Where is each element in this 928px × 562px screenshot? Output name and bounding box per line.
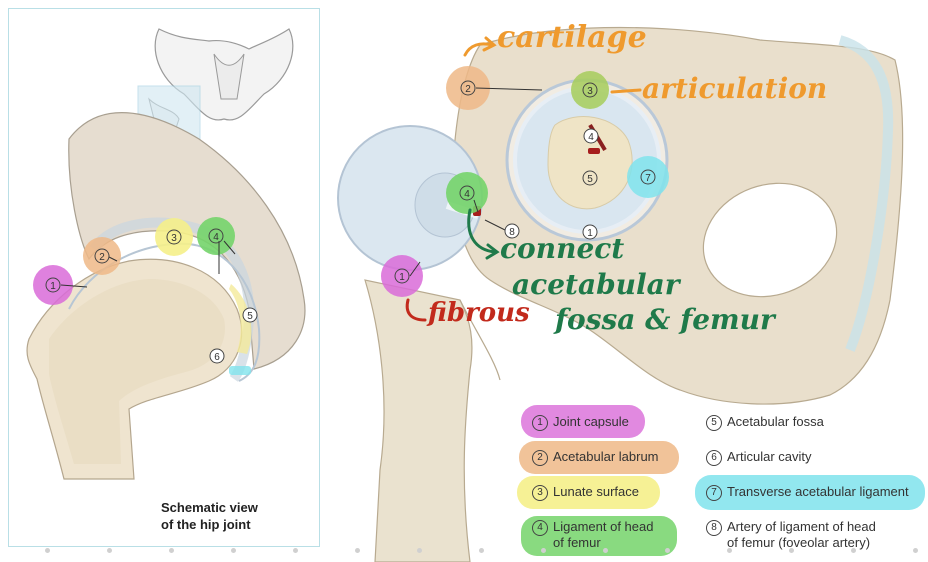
caption-line-1: Schematic view — [161, 500, 258, 515]
separator-dot — [355, 548, 360, 553]
legend-label: Acetabular labrum — [553, 449, 659, 464]
separator-dot — [169, 548, 174, 553]
svg-text:7: 7 — [645, 173, 651, 184]
separator-dot — [789, 548, 794, 553]
svg-text:4: 4 — [213, 232, 219, 243]
svg-text:6: 6 — [214, 352, 220, 363]
legend-label: Acetabular fossa — [727, 414, 824, 429]
separator-dot — [45, 548, 50, 553]
legend-label-line-1: Artery of ligament of head — [727, 519, 876, 534]
svg-text:1: 1 — [587, 228, 593, 239]
legend-number: 6 — [706, 450, 722, 466]
legend-item-4: 4 Ligament of head of femur — [532, 519, 653, 551]
annotation-connect-2: acetabular — [512, 268, 680, 301]
separator-dot — [231, 548, 236, 553]
legend-label: Articular cavity — [727, 449, 812, 464]
separator-dot — [293, 548, 298, 553]
legend-number: 1 — [532, 415, 548, 431]
legend-label-line-1: Ligament of head — [553, 519, 654, 534]
separator-dot — [107, 548, 112, 553]
svg-text:5: 5 — [587, 174, 593, 185]
separator-dot — [727, 548, 732, 553]
legend-number: 4 — [532, 520, 548, 536]
femur-shaft — [364, 279, 473, 562]
schematic-panel: 1 2 3 4 5 6 Schematic view of the hip jo… — [8, 8, 320, 547]
annotation-connect-3: fossa & femur — [555, 303, 775, 336]
separator-dot — [913, 548, 918, 553]
legend-number: 5 — [706, 415, 722, 431]
svg-text:2: 2 — [99, 252, 105, 263]
legend-highlight-4 — [521, 516, 677, 556]
legend-item-2: 2 Acetabular labrum — [532, 449, 659, 466]
legend-number: 3 — [532, 485, 548, 501]
svg-text:3: 3 — [587, 86, 593, 97]
legend-label: Artery of ligament of head of femur (fov… — [727, 519, 876, 551]
svg-text:4: 4 — [464, 189, 470, 200]
legend-label-line-2: of femur — [553, 535, 601, 550]
svg-text:8: 8 — [509, 227, 515, 238]
legend-number: 2 — [532, 450, 548, 466]
separator-dot — [479, 548, 484, 553]
svg-text:3: 3 — [171, 233, 177, 244]
caption-line-2: of the hip joint — [161, 517, 251, 532]
legend-label: Ligament of head of femur — [553, 519, 653, 551]
legend-number: 8 — [706, 520, 722, 536]
svg-text:1: 1 — [50, 281, 56, 292]
schematic-illustration: 1 2 3 4 5 6 — [26, 28, 306, 480]
separator-dot — [417, 548, 422, 553]
legend-item-7: 7 Transverse acetabular ligament — [706, 484, 909, 501]
annotation-fibrous: fibrous — [428, 298, 530, 328]
separator-dot — [665, 548, 670, 553]
svg-text:4: 4 — [588, 132, 594, 143]
legend-item-1: 1 Joint capsule — [532, 414, 629, 431]
annotation-connect-1: connect — [500, 232, 625, 265]
legend-item-6: 6 Articular cavity — [706, 449, 812, 466]
legend-label: Transverse acetabular ligament — [727, 484, 909, 499]
legend-item-3: 3 Lunate surface — [532, 484, 639, 501]
legend-number: 7 — [706, 485, 722, 501]
separator-dot — [603, 548, 608, 553]
legend-highlight-7 — [695, 475, 925, 510]
legend-label: Joint capsule — [553, 414, 629, 429]
svg-text:2: 2 — [465, 84, 471, 95]
svg-text:1: 1 — [399, 272, 405, 283]
legend-label-line-2: of femur (foveolar artery) — [727, 535, 871, 550]
separator-dot — [541, 548, 546, 553]
legend-item-8: 8 Artery of ligament of head of femur (f… — [706, 519, 876, 551]
separator-dot — [851, 548, 856, 553]
legend-label: Lunate surface — [553, 484, 640, 499]
schematic-caption: Schematic view of the hip joint — [161, 499, 319, 533]
annotation-articulation: articulation — [642, 72, 828, 105]
svg-text:5: 5 — [247, 311, 253, 322]
annotation-cartilage: cartilage — [497, 20, 647, 55]
legend-item-5: 5 Acetabular fossa — [706, 414, 824, 431]
